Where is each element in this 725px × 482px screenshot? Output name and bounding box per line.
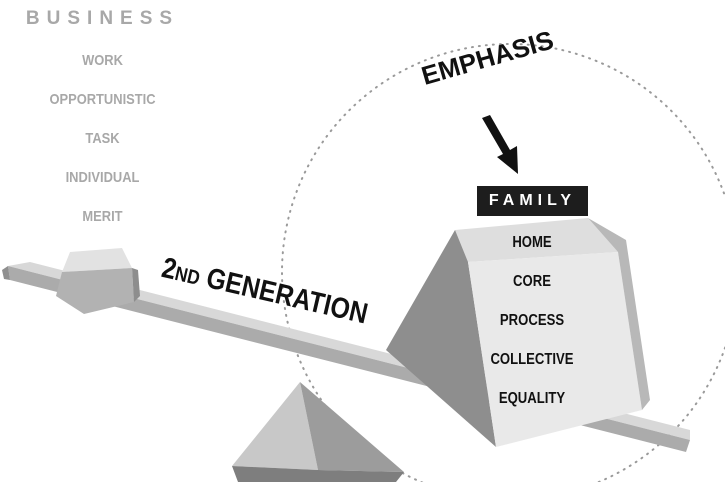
business-item: INDIVIDUAL	[65, 169, 140, 186]
fulcrum	[232, 382, 404, 482]
family-item: EQUALITY	[498, 390, 566, 407]
small-weight-block	[56, 248, 140, 314]
family-list: HOME CORE PROCESS COLLECTIVE EQUALITY	[462, 231, 602, 426]
business-title: BUSINESS	[25, 8, 180, 29]
business-item: MERIT	[82, 208, 123, 225]
business-item: WORK	[82, 52, 123, 69]
family-item: PROCESS	[499, 312, 565, 329]
business-list: WORK OPPORTUNISTIC TASK INDIVIDUAL MERIT	[0, 48, 205, 243]
family-item: CORE	[513, 273, 551, 290]
business-item: TASK	[85, 130, 120, 147]
family-item: HOME	[512, 234, 552, 251]
family-title: FAMILY	[477, 186, 588, 216]
emphasis-circle	[281, 43, 725, 482]
large-weight-block	[386, 218, 650, 447]
emphasis-arrow	[482, 115, 518, 174]
business-item: OPPORTUNISTIC	[49, 91, 156, 108]
family-item: COLLECTIVE	[490, 351, 574, 368]
